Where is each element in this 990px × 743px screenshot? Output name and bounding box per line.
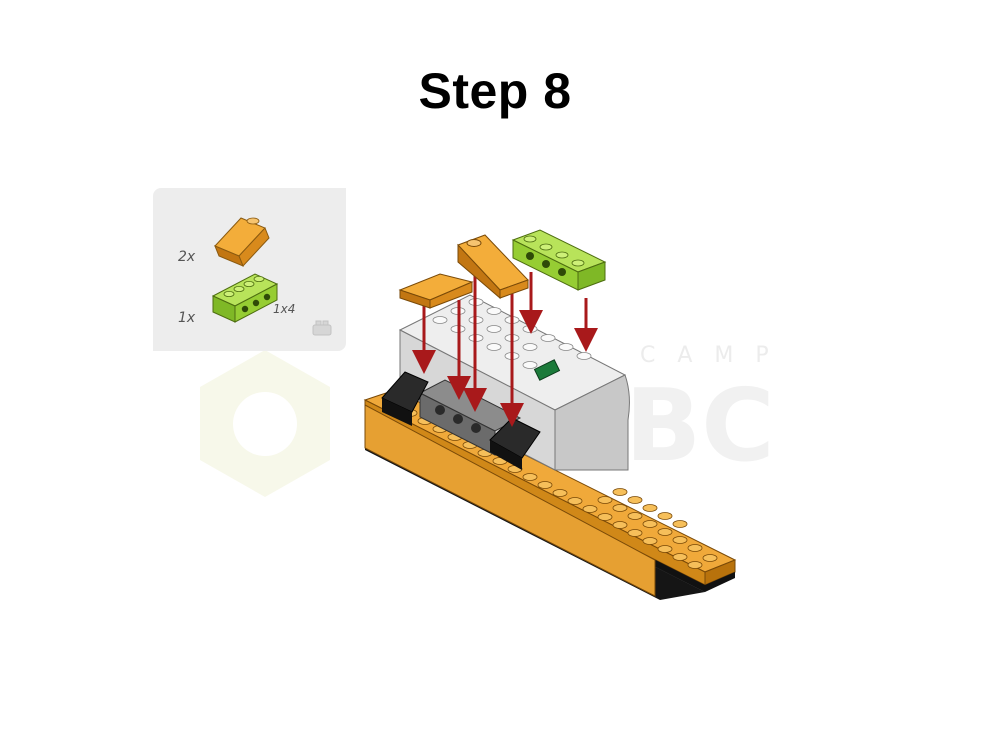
assembly-arrows (412, 272, 598, 427)
incoming-orange-slope-left (398, 273, 474, 309)
black-slope-left (381, 371, 429, 426)
parts-illustrations (211, 217, 332, 336)
incoming-lime-technic-brick (511, 229, 607, 291)
orange-slope-brick-part (214, 217, 270, 267)
watermark-text-top: CAMP (640, 343, 791, 368)
lime-technic-brick-part (211, 273, 279, 323)
step-title: Step 8 (418, 63, 572, 119)
parts-list-panel: 2x 1x 1x4 (153, 188, 346, 351)
part-size-label: 1x4 (273, 302, 296, 316)
incoming-orange-slope-top (457, 234, 529, 300)
watermark-text-main: BC (625, 367, 775, 484)
watermark-logo: CAMP BC (200, 343, 791, 497)
part-quantity-technic: 1x (178, 310, 196, 326)
part-quantity-slope: 2x (178, 249, 196, 265)
brick-size-icon (312, 320, 332, 336)
